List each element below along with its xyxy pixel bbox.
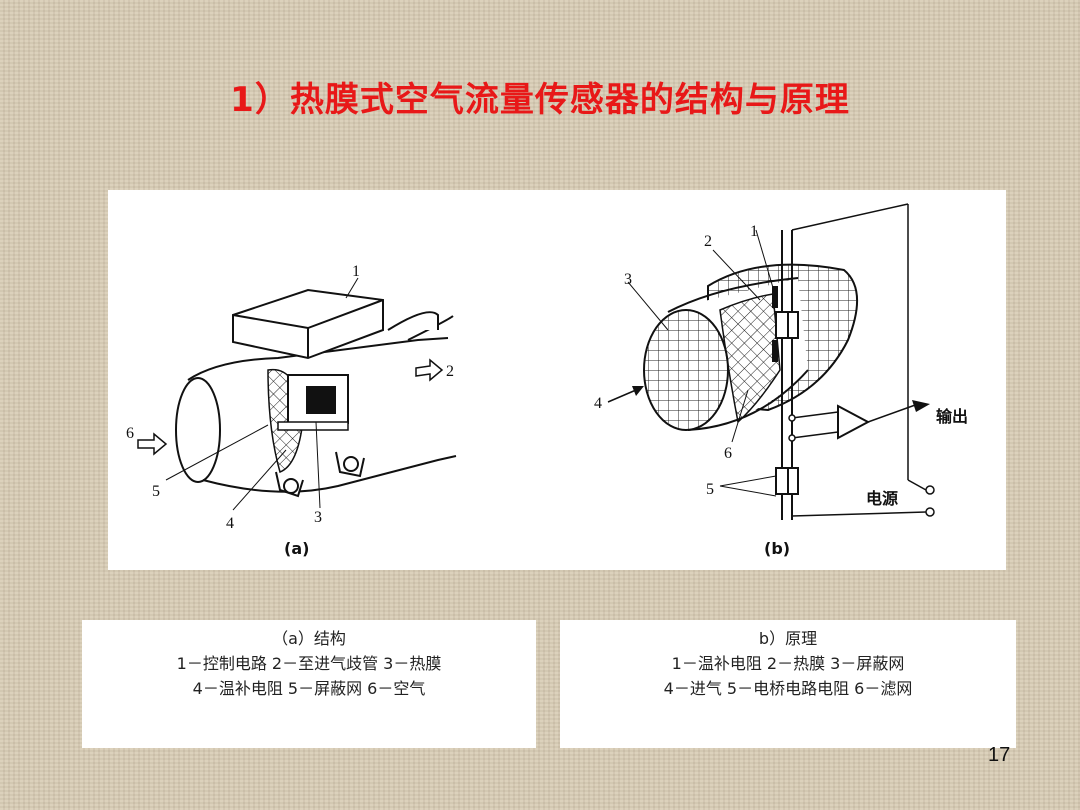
- label-b-5: 5: [706, 481, 714, 498]
- slide-title: 1）热膜式空气流量传感器的结构与原理: [0, 72, 1080, 121]
- label-b-6: 6: [724, 445, 732, 462]
- label-a-3: 3: [314, 509, 322, 526]
- label-b-1: 1: [750, 223, 758, 240]
- label-b-4: 4: [594, 395, 602, 412]
- figure-diagram: 1 2 3 4 5 6 (a): [108, 190, 1006, 570]
- principle-diagram: 1 2 3 4 5 6 输出 电源 (b): [594, 204, 968, 558]
- power-label: 电源: [866, 489, 898, 508]
- caption-principle-line1: 1－温补电阻 2－热膜 3－屏蔽网: [560, 651, 1016, 676]
- hot-film-element: [278, 375, 348, 430]
- label-a-6: 6: [126, 425, 134, 442]
- bridge-resistor: [776, 468, 788, 494]
- manifold-outlet-arrow: [416, 360, 442, 380]
- caption-principle-heading: b）原理: [560, 626, 1016, 651]
- front-shield-mesh: [644, 310, 728, 430]
- structure-diagram: 1 2 3 4 5 6 (a): [126, 263, 456, 558]
- caption-principle-line2: 4－进气 5－电桥电路电阻 6－滤网: [560, 676, 1016, 701]
- amplifier-triangle: [838, 406, 868, 438]
- caption-structure-line1: 1－控制电路 2－至进气歧管 3－热膜: [82, 651, 536, 676]
- label-a-2: 2: [446, 363, 454, 380]
- output-label: 输出: [936, 407, 968, 426]
- caption-principle: b）原理 1－温补电阻 2－热膜 3－屏蔽网 4－进气 5－电桥电路电阻 6－滤…: [560, 620, 1016, 748]
- power-terminal-bottom: [926, 508, 934, 516]
- label-b-2: 2: [704, 233, 712, 250]
- panel-label-a: (a): [284, 539, 309, 558]
- caption-structure: （a）结构 1－控制电路 2－至进气歧管 3－热膜 4－温补电阻 5－屏蔽网 6…: [82, 620, 536, 748]
- figure-panel: 1 2 3 4 5 6 (a): [108, 190, 1006, 570]
- temp-comp-resistor: [776, 312, 788, 338]
- panel-label-b: (b): [764, 539, 790, 558]
- label-a-4: 4: [226, 515, 234, 532]
- air-inlet-arrow: [138, 434, 166, 454]
- tube-flange: [388, 312, 438, 330]
- caption-structure-heading: （a）结构: [82, 626, 536, 651]
- hot-film-strip: [772, 286, 778, 308]
- caption-structure-line2: 4－温补电阻 5－屏蔽网 6－空气: [82, 676, 536, 701]
- power-terminal-top: [926, 486, 934, 494]
- label-a-5: 5: [152, 483, 160, 500]
- label-b-3: 3: [624, 271, 632, 288]
- page-number: 17: [988, 744, 1010, 767]
- output-arrow: [912, 400, 930, 412]
- label-a-1: 1: [352, 263, 360, 280]
